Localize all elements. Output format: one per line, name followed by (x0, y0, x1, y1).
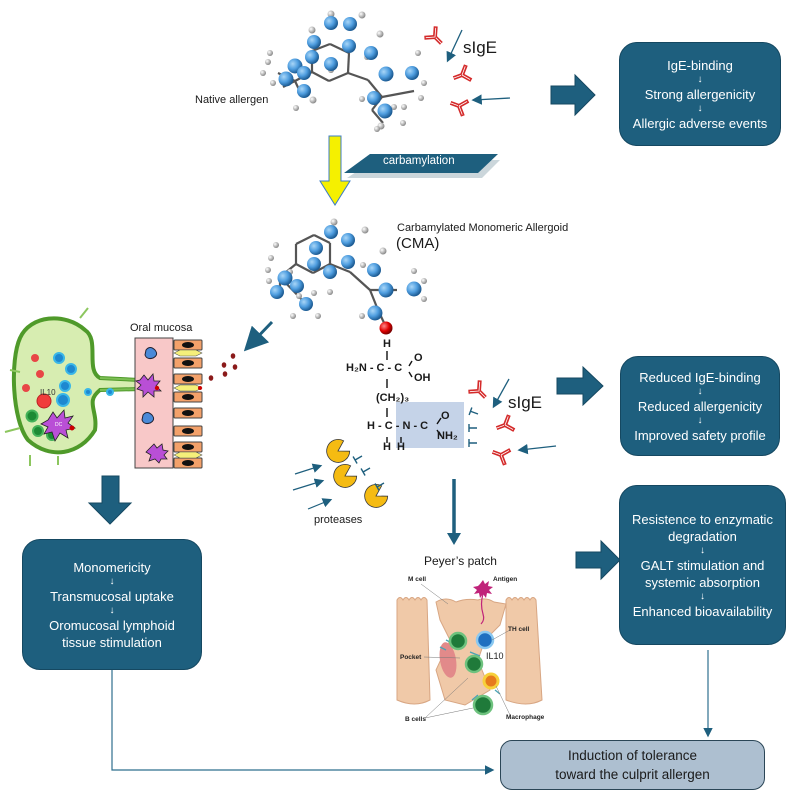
macrophage-label: Macrophage (506, 714, 545, 721)
lymph-il10-label: IL10 (40, 388, 56, 397)
outcome-line: Monomericity (73, 559, 151, 575)
native-allergen-molecule (260, 10, 427, 132)
peyers-patch-illustration (396, 580, 543, 719)
antibody-icon-1 (424, 26, 447, 49)
chem-amide: NH₂ (437, 430, 458, 442)
final-line-1: Induction of tolerance (567, 748, 698, 763)
oxygen-atom (379, 321, 393, 335)
arrow-to-native-outcome (550, 73, 596, 117)
chem-h-top: H (383, 338, 391, 350)
down-arrow-icon: ↓ (700, 590, 705, 602)
dendritic-cell-icon (40, 409, 76, 442)
cma-title: Carbamylated Monomeric Allergoid (397, 222, 569, 234)
b-cells-label: B cells (405, 716, 426, 723)
antibody-icon-4 (468, 380, 491, 403)
outcome-line: Oromucosal lymphoid (49, 617, 175, 633)
down-arrow-icon: ↓ (700, 544, 705, 556)
down-arrow-icon: ↓ (697, 73, 703, 85)
oral-mucosa-label: Oral mucosa (130, 322, 193, 334)
chem-h-bottom-left: H (383, 441, 391, 453)
arrow-to-galt-outcome (575, 539, 621, 581)
arrow-to-oral-outcome (87, 475, 133, 525)
ige-block-icon-3 (468, 438, 478, 448)
oral-outcome-box: Monomericity ↓ Transmucosal uptake ↓ Oro… (22, 539, 202, 670)
proteases-label: proteases (314, 514, 363, 526)
outcome-line: Allergic adverse events (632, 115, 768, 131)
carbamyl-group-highlight (396, 402, 464, 448)
outcome-line: systemic absorption (645, 574, 760, 590)
outcome-line: degradation (668, 528, 737, 544)
protease-icon-2 (329, 460, 360, 493)
chem-oxygen: O (414, 352, 423, 364)
ige-block-icon-1 (468, 406, 481, 419)
outcome-line: Strong allergenicity (644, 86, 756, 102)
protease-icon-3 (360, 480, 391, 513)
sige-label-mid: sIgE (508, 393, 543, 412)
chem-hydroxyl: OH (414, 372, 431, 384)
sige-arrow-4 (517, 443, 557, 455)
chem-oxygen-2: O (441, 410, 450, 422)
m-cell-label: M cell (408, 576, 426, 583)
final-line-2: toward the culprit allergen (555, 767, 710, 782)
outcome-line: Improved safety profile (634, 427, 766, 443)
outcome-line: Reduced IgE-binding (639, 369, 761, 385)
antibody-icon-6 (487, 442, 513, 467)
lymph-node-illustration (4, 307, 142, 466)
down-arrow-icon: ↓ (697, 385, 703, 397)
sige-label-top: sIgE (463, 38, 498, 57)
antibody-icon-2 (448, 63, 474, 88)
chem-amine-row: H₂N - C - C (346, 362, 403, 374)
chem-chain: (CH₂)₃ (376, 392, 410, 404)
connector-oral-to-final (111, 665, 495, 775)
antibody-icon-3 (445, 93, 471, 118)
cma-outcome-box: Reduced IgE-binding ↓ Reduced allergenic… (620, 356, 780, 456)
ige-block-icon-2 (468, 423, 478, 433)
dc-label: DC (55, 422, 63, 428)
cma-abbreviation: (CMA) (396, 235, 440, 252)
carbamylation-label: carbamylation (383, 155, 455, 167)
outcome-line: Reduced allergenicity (637, 398, 763, 414)
outcome-line: Enhanced bioavailability (632, 603, 773, 619)
chemical-bonds (386, 351, 442, 443)
peyers-patch-title: Peyer’s patch (424, 554, 497, 568)
chem-h-bottom-right: H (397, 441, 405, 453)
outcome-line: tissue stimulation (62, 634, 162, 650)
down-arrow-icon: ↓ (109, 575, 115, 587)
cma-molecule (265, 218, 427, 335)
carbamylation-arrow (319, 135, 351, 206)
antigen-label: Antigen (493, 576, 517, 583)
sige-arrow-2 (471, 94, 511, 105)
native-outcome-box: IgE-binding ↓ Strong allergenicity ↓ All… (619, 42, 781, 146)
down-arrow-icon: ↓ (697, 414, 703, 426)
galt-outcome-box: Resistence to enzymatic degradation ↓ GA… (619, 485, 786, 645)
sige-arrow-1 (446, 29, 463, 63)
protease-icon-1 (322, 435, 353, 468)
protease-block-icon-1 (352, 451, 365, 465)
antibody-icon-5 (491, 413, 517, 438)
protease-arrows (292, 463, 333, 510)
carbamylation-banner (344, 154, 498, 173)
protease-block-icon-2 (360, 463, 373, 477)
outcome-line: Resistence to enzymatic (632, 511, 773, 527)
oral-mucosa-illustration (134, 337, 238, 469)
outcome-line: IgE-binding (667, 57, 733, 73)
down-arrow-icon: ↓ (109, 604, 115, 616)
pocket-label: Pocket (400, 654, 422, 661)
native-allergen-label: Native allergen (195, 94, 269, 106)
th-cell-label: TH cell (508, 626, 530, 633)
chem-carbamyl-row: H - C - N - C (367, 420, 429, 432)
arrow-to-oral-mucosa (243, 320, 274, 352)
arrow-to-cma-outcome (556, 365, 604, 407)
sige-arrow-3 (492, 378, 510, 409)
peyers-il10-label: IL10 (486, 651, 504, 661)
final-outcome-box: Induction of tolerance toward the culpri… (500, 740, 765, 790)
outcome-line: GALT stimulation and (640, 557, 765, 573)
outcome-line: Transmucosal uptake (50, 588, 174, 604)
down-arrow-icon: ↓ (697, 102, 703, 114)
